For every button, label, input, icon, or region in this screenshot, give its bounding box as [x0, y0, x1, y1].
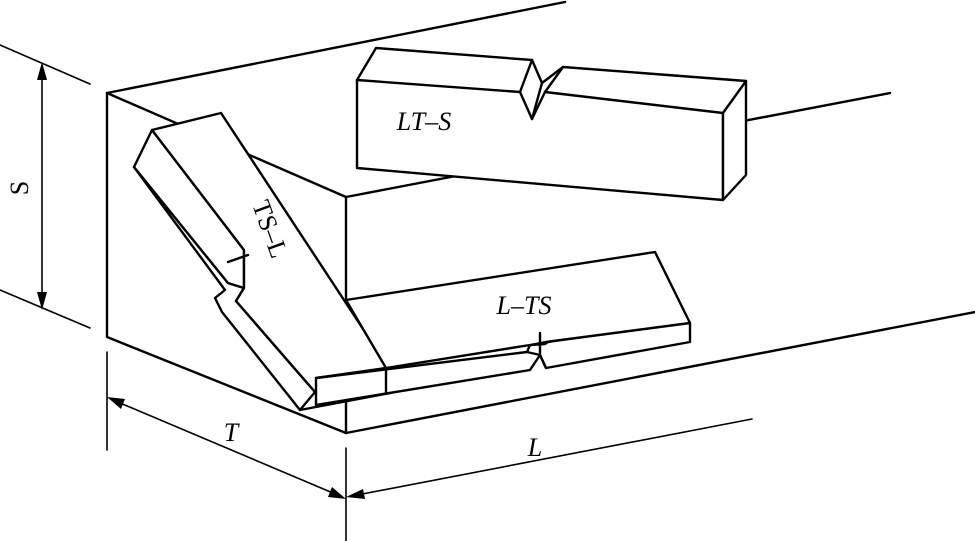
- s-extension-bottom: [0, 289, 91, 329]
- axis-label-t: T: [224, 418, 240, 447]
- l-ts-bottom: [314, 391, 392, 407]
- axis-label-l: L: [527, 433, 542, 462]
- l-dimension-line: [351, 418, 753, 497]
- lt-s-top-face: [355, 46, 534, 94]
- s-extension-top: [0, 44, 91, 85]
- dimension-s: S: [0, 44, 91, 329]
- block-left-face: [105, 91, 348, 435]
- t-dimension-line: [112, 399, 341, 497]
- dimension-l: L: [346, 418, 753, 499]
- specimen-label-lt-s: LT–S: [396, 107, 451, 136]
- specimen-lt-s: LT–S: [355, 46, 748, 202]
- lt-s-end-face: [721, 79, 748, 202]
- ts-l-notch-line: [226, 253, 250, 264]
- l-ts-top-back: [314, 366, 388, 380]
- s-arrow-down-icon: [37, 292, 47, 310]
- s-arrow-up-icon: [37, 62, 47, 80]
- axis-label-s: S: [5, 181, 34, 195]
- block-bottom-right-edge: [344, 310, 975, 435]
- specimen-label-l-ts: L–TS: [496, 291, 552, 320]
- t-arrow-left-icon: [107, 397, 125, 409]
- l-arrow-left-icon: [346, 489, 365, 499]
- lt-s-front-face: [355, 78, 725, 202]
- specimen-l-ts: L–TS: [314, 250, 692, 407]
- specimen-ts-l: TS–L: [132, 111, 392, 412]
- lt-s-notch-back: [530, 58, 565, 85]
- t-arrow-right-icon: [328, 487, 346, 499]
- dimension-t: T: [106, 351, 347, 541]
- lt-s-top-face-right: [543, 65, 748, 94]
- lt-s-notch-edge: [530, 81, 544, 121]
- block-top-back-edge: [105, 0, 567, 95]
